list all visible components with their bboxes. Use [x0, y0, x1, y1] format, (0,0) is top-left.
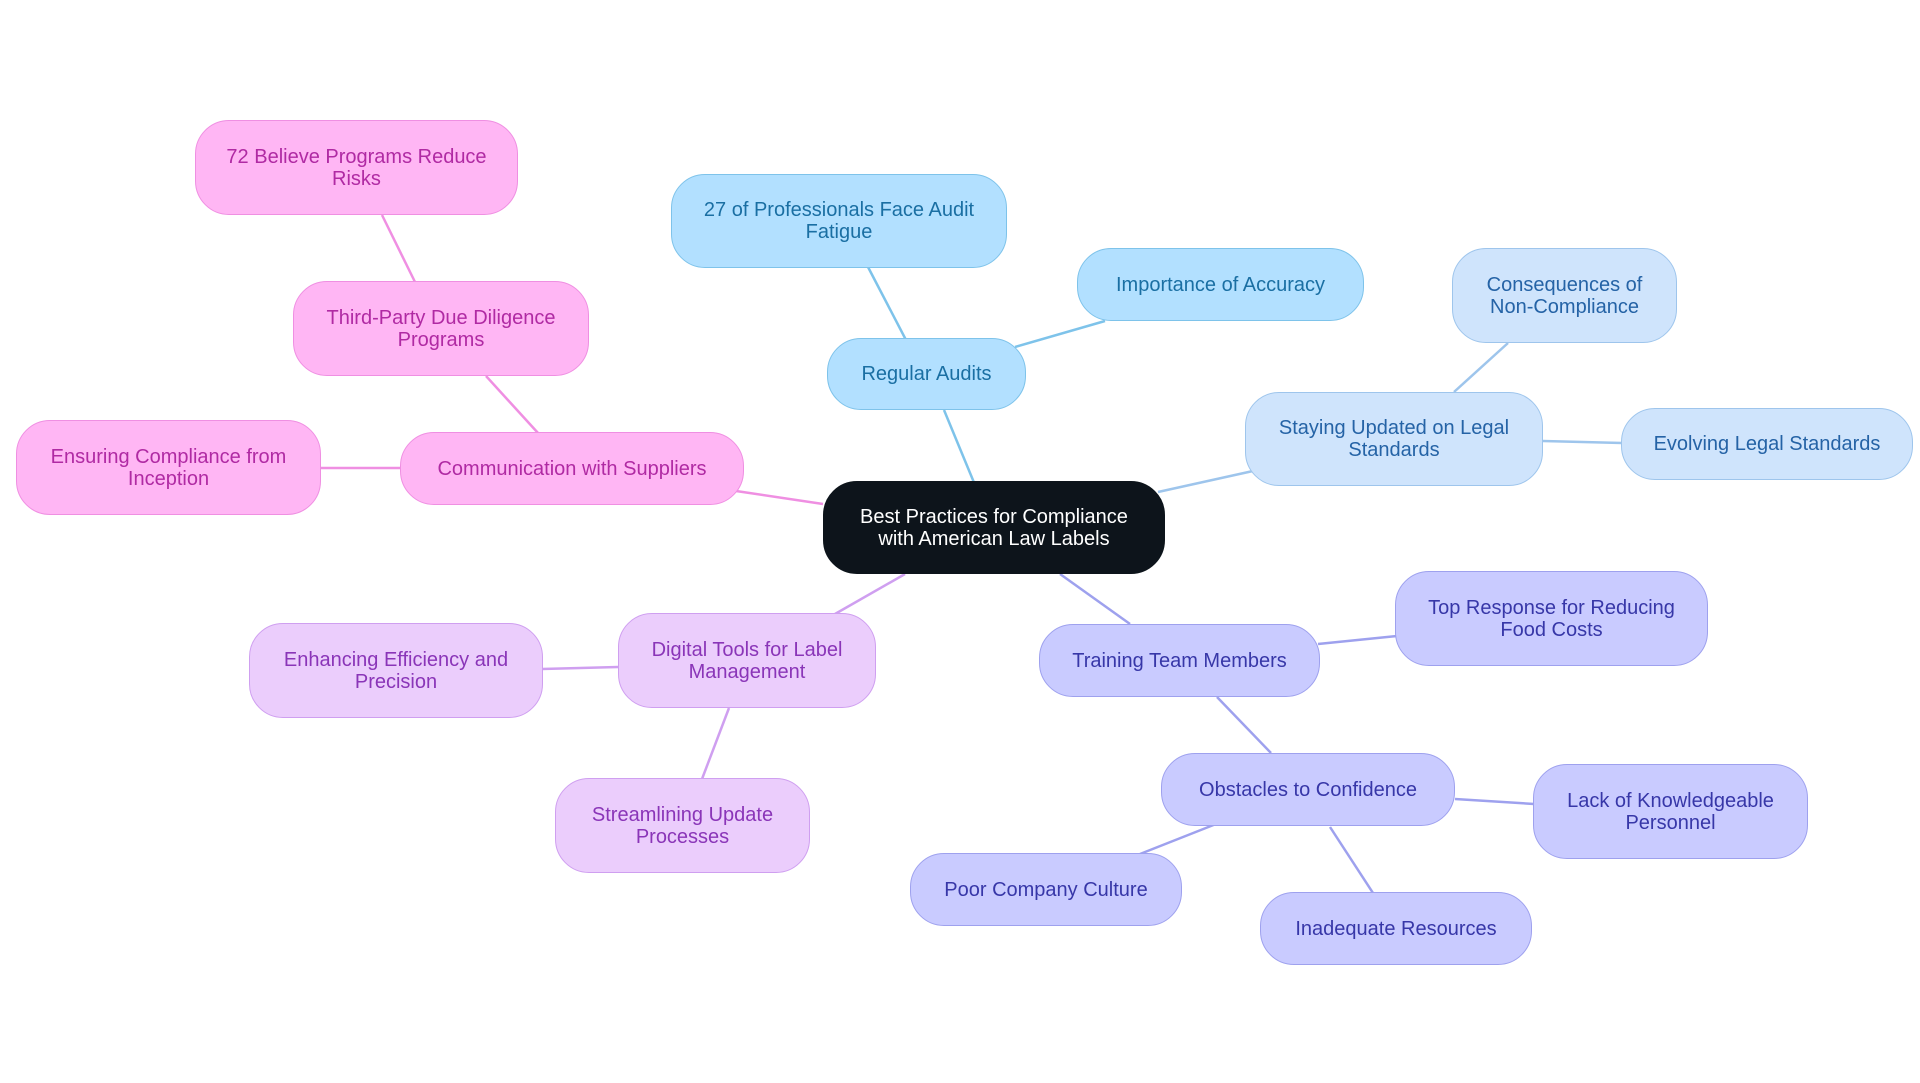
node-legal-standards-label: Staying Updated on Legal Standards — [1278, 417, 1510, 461]
node-poor-culture[interactable]: Poor Company Culture — [910, 853, 1182, 926]
edge-legal-consequences — [1453, 342, 1509, 393]
node-inadequate-resources[interactable]: Inadequate Resources — [1260, 892, 1532, 965]
node-due-diligence[interactable]: Third-Party Due Diligence Programs — [293, 281, 589, 376]
node-importance-accuracy[interactable]: Importance of Accuracy — [1077, 248, 1364, 321]
node-digital-tools-label: Digital Tools for Label Management — [651, 638, 843, 683]
edge-training-food — [1317, 634, 1398, 646]
edge-training-obstacles — [1216, 696, 1272, 754]
node-regular-audits-label: Regular Audits — [861, 363, 992, 385]
node-inception[interactable]: Ensuring Compliance from Inception — [16, 420, 321, 515]
node-evolving-standards[interactable]: Evolving Legal Standards — [1621, 408, 1913, 480]
node-training[interactable]: Training Team Members — [1039, 624, 1320, 697]
node-inadequate-resources-label: Inadequate Resources — [1295, 917, 1497, 940]
node-efficiency[interactable]: Enhancing Efficiency and Precision — [249, 623, 543, 718]
node-obstacles-label: Obstacles to Confidence — [1199, 778, 1417, 801]
edge-legal-evolving — [1542, 439, 1623, 445]
edge-root-legal — [1157, 469, 1254, 494]
node-audit-fatigue[interactable]: 27 of Professionals Face Audit Fatigue — [671, 174, 1007, 268]
node-consequences-label: Consequences of Non-Compliance — [1486, 273, 1643, 318]
node-reduce-risks[interactable]: 72 Believe Programs Reduce Risks — [195, 120, 518, 215]
edge-diligence-risks — [380, 214, 417, 283]
edge-digital-streamline — [700, 707, 731, 780]
node-importance-accuracy-label: Importance of Accuracy — [1116, 273, 1325, 296]
edge-audits-fatigue — [866, 266, 908, 341]
node-suppliers-label: Communication with Suppliers — [437, 457, 707, 480]
node-knowledgeable-personnel[interactable]: Lack of Knowledgeable Personnel — [1533, 764, 1808, 859]
edge-root-digital — [834, 572, 906, 616]
edge-root-training — [1059, 572, 1131, 626]
edge-suppliers-diligence — [485, 375, 539, 434]
node-suppliers[interactable]: Communication with Suppliers — [400, 432, 744, 505]
root-node-label: Best Practices for Compliance with Ameri… — [860, 505, 1128, 550]
node-audit-fatigue-label: 27 of Professionals Face Audit Fatigue — [703, 199, 975, 243]
node-consequences[interactable]: Consequences of Non-Compliance — [1452, 248, 1677, 343]
node-training-label: Training Team Members — [1072, 649, 1287, 672]
edge-obstacles-culture — [1139, 822, 1217, 856]
node-food-costs[interactable]: Top Response for Reducing Food Costs — [1395, 571, 1708, 666]
node-knowledgeable-personnel-label: Lack of Knowledgeable Personnel — [1567, 789, 1774, 834]
edge-root-suppliers — [735, 489, 824, 506]
edge-audits-accuracy — [1014, 319, 1106, 349]
node-poor-culture-label: Poor Company Culture — [944, 878, 1148, 901]
edge-obstacles-resources — [1328, 826, 1375, 894]
node-obstacles[interactable]: Obstacles to Confidence — [1161, 753, 1455, 826]
node-inception-label: Ensuring Compliance from Inception — [50, 445, 287, 490]
node-efficiency-label: Enhancing Efficiency and Precision — [283, 648, 509, 693]
node-digital-tools[interactable]: Digital Tools for Label Management — [618, 613, 876, 708]
node-food-costs-label: Top Response for Reducing Food Costs — [1428, 596, 1675, 641]
node-streamlining-label: Streamlining Update Processes — [591, 803, 774, 848]
edge-digital-efficiency — [541, 665, 619, 671]
edge-obstacles-personnel — [1454, 797, 1535, 806]
root-node[interactable]: Best Practices for Compliance with Ameri… — [823, 481, 1165, 574]
node-due-diligence-label: Third-Party Due Diligence Programs — [326, 306, 556, 351]
node-reduce-risks-label: 72 Believe Programs Reduce Risks — [226, 145, 487, 190]
node-evolving-standards-label: Evolving Legal Standards — [1653, 433, 1881, 455]
node-streamlining[interactable]: Streamlining Update Processes — [555, 778, 810, 873]
node-legal-standards[interactable]: Staying Updated on Legal Standards — [1245, 392, 1543, 486]
node-regular-audits[interactable]: Regular Audits — [827, 338, 1026, 410]
edge-root-audits — [942, 409, 977, 486]
